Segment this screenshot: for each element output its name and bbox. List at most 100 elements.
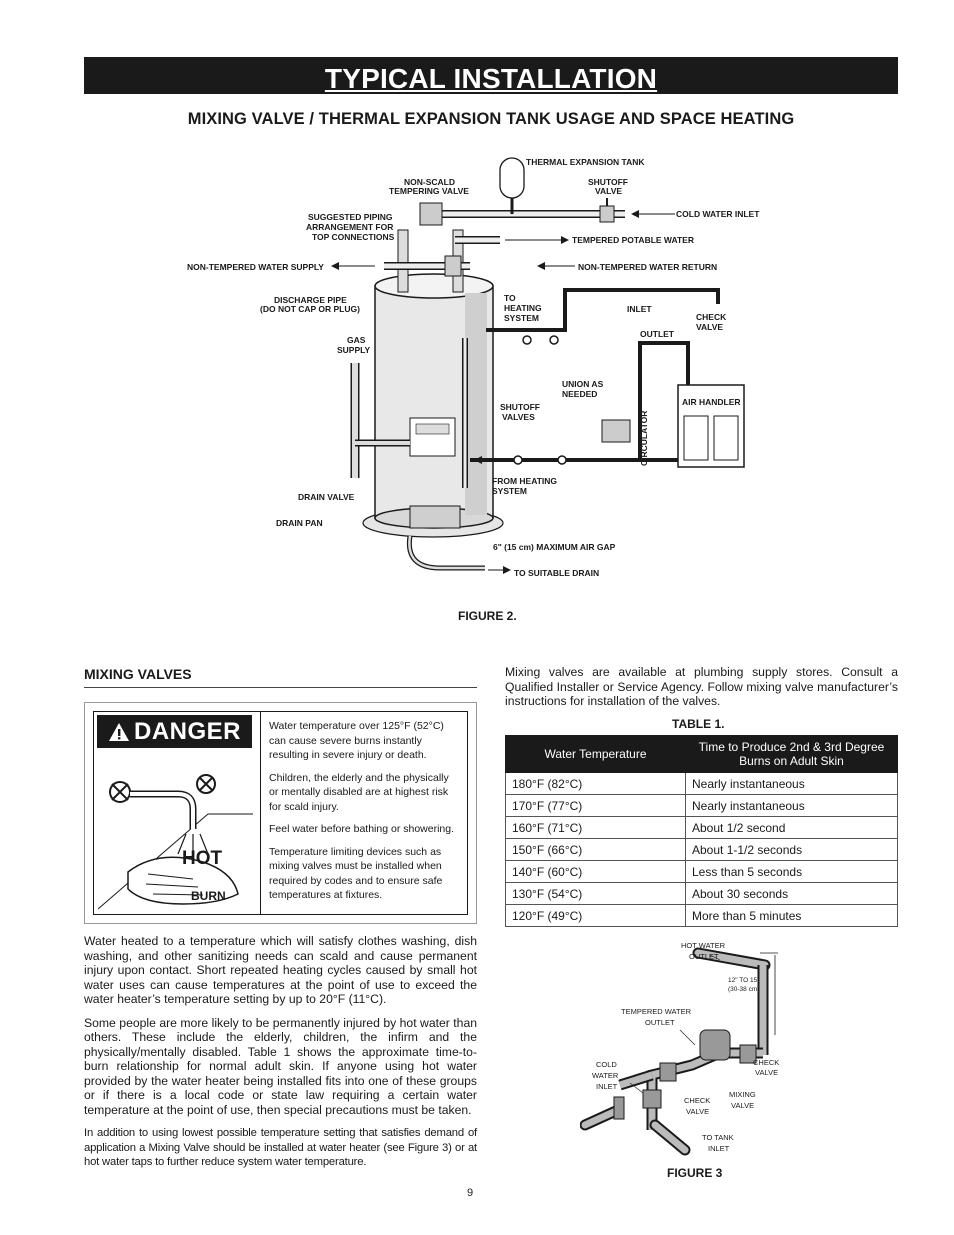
label-suggested-2: ARRANGEMENT FOR	[306, 222, 393, 232]
figure-2-diagram: THERMAL EXPANSION TANK NON-SCALD TEMPERI…	[187, 157, 760, 578]
table-cell: Nearly instantaneous	[685, 794, 898, 817]
label-thermal-tank: THERMAL EXPANSION TANK	[526, 157, 645, 167]
label-check-1: CHECK	[696, 312, 727, 322]
page-title: TYPICAL INSTALLATION	[324, 63, 658, 94]
table-title: TABLE 1.	[672, 717, 725, 731]
label-discharge-1: DISCHARGE PIPE	[274, 295, 347, 305]
label-shutoff-2: VALVE	[595, 186, 622, 196]
table-cell: 140°F (60°C)	[505, 860, 686, 883]
table-cell: About 1/2 second	[685, 816, 898, 839]
danger-word: DANGER	[133, 717, 241, 745]
label-non-tempered-return: NON-TEMPERED WATER RETURN	[578, 262, 717, 272]
f3-cold-3: INLET	[596, 1082, 618, 1091]
table-row: 150°F (66°C)About 1-1/2 seconds	[505, 838, 898, 861]
label-to-drain: TO SUITABLE DRAIN	[514, 568, 599, 578]
label-outlet: OUTLET	[640, 329, 675, 339]
danger-paragraph: Feel water before bathing or showering.	[269, 823, 455, 835]
f3-cold-1: COLD	[596, 1060, 617, 1069]
f3-check-right-2: VALVE	[755, 1068, 778, 1077]
left-body-text: Water heated to a temperature which will…	[84, 934, 477, 1179]
table-header-cell: Water Temperature	[505, 735, 686, 773]
label-gas-1: GAS	[347, 335, 366, 345]
table-row: 170°F (77°C)Nearly instantaneous	[505, 794, 898, 817]
table-row: 160°F (71°C)About 1/2 second	[505, 816, 898, 839]
label-to-heating-2: HEATING	[504, 303, 542, 313]
danger-text: Water temperature over 125°F (52°C) can …	[261, 712, 467, 914]
f3-tank-2: INLET	[708, 1144, 730, 1153]
f3-hot-outlet-1: HOT WATER	[681, 941, 726, 950]
f3-hot-outlet-2: OUTLET	[689, 952, 719, 961]
label-suggested-1: SUGGESTED PIPING	[308, 212, 393, 222]
title-bar: TYPICAL INSTALLATION	[84, 57, 898, 94]
label-shutoff-valves-1: SHUTOFF	[500, 402, 540, 412]
label-suggested-3: TOP CONNECTIONS	[312, 232, 395, 242]
page-number: 9	[467, 1187, 474, 1199]
f3-mixing-1: MIXING	[729, 1090, 756, 1099]
f3-dist-1: 12" TO 15"	[728, 977, 760, 984]
figure-3-diagram: HOT WATER OUTLET 12" TO 15" (30-38 cm) T…	[580, 941, 779, 1156]
warning-icon	[108, 722, 129, 741]
body-paragraph: In addition to using lowest possible tem…	[84, 1127, 477, 1168]
table-cell: 160°F (71°C)	[505, 816, 686, 839]
label-to-heating-1: TO	[504, 293, 516, 303]
f3-cold-2: WATER	[592, 1071, 619, 1080]
label-non-scald-2: TEMPERING VALVE	[389, 186, 469, 196]
expansion-tank	[499, 157, 525, 199]
body-paragraph: Water heated to a temperature which will…	[84, 934, 477, 1006]
label-cold-inlet: COLD WATER INLET	[676, 209, 760, 219]
label-tempered-potable: TEMPERED POTABLE WATER	[572, 235, 694, 245]
table-cell: 180°F (82°C)	[505, 772, 686, 795]
label-air-handler: AIR HANDLER	[682, 397, 741, 407]
table-cell: 120°F (49°C)	[505, 904, 686, 927]
label-non-scald-1: NON-SCALD	[404, 177, 455, 187]
label-union-1: UNION AS	[562, 379, 604, 389]
page-subtitle: MIXING VALVE / THERMAL EXPANSION TANK US…	[187, 110, 795, 128]
figure-2-caption: FIGURE 2.	[458, 609, 517, 623]
label-inlet: INLET	[627, 304, 652, 314]
label-from-heating-2: SYSTEM	[492, 486, 527, 496]
label-air-gap: 6" (15 cm) MAXIMUM AIR GAP	[493, 542, 616, 552]
table-header-cell: Time to Produce 2nd & 3rd Degree Burns o…	[685, 735, 898, 773]
f3-dist-2: (30-38 cm)	[728, 986, 759, 993]
mixing-valves-heading: MIXING VALVES	[84, 666, 477, 688]
table-header-row: Water Temperature Time to Produce 2nd & …	[505, 735, 898, 773]
table-row: 180°F (82°C)Nearly instantaneous	[505, 772, 898, 795]
f3-tank-1: TO TANK	[702, 1133, 734, 1142]
f3-tempered-1: TEMPERED WATER	[621, 1007, 692, 1016]
f3-check-right-1: CHECK	[753, 1058, 779, 1067]
right-intro-text: Mixing valves are available at plumbing …	[505, 665, 898, 708]
body-paragraph: Some people are more likely to be perman…	[84, 1015, 477, 1117]
label-check-2: VALVE	[696, 322, 723, 332]
label-discharge-2: (DO NOT CAP OR PLUG)	[260, 304, 360, 314]
table-cell: Nearly instantaneous	[685, 772, 898, 795]
table-row: 120°F (49°C)More than 5 minutes	[505, 904, 898, 927]
table-cell: More than 5 minutes	[685, 904, 898, 927]
label-gas-2: SUPPLY	[337, 345, 371, 355]
faucet-hand-icon: HOT BURN	[98, 774, 253, 910]
table-cell: Less than 5 seconds	[685, 860, 898, 883]
label-drain-pan: DRAIN PAN	[276, 518, 323, 528]
label-shutoff-valves-2: VALVES	[502, 412, 535, 422]
table-cell: About 1-1/2 seconds	[685, 838, 898, 861]
table-row: 130°F (54°C)About 30 seconds	[505, 882, 898, 905]
table-row: 140°F (60°C)Less than 5 seconds	[505, 860, 898, 883]
table-cell: About 30 seconds	[685, 882, 898, 905]
f3-check-left-1: CHECK	[684, 1096, 710, 1105]
f3-mixing-2: VALVE	[731, 1101, 754, 1110]
label-non-tempered-supply: NON-TEMPERED WATER SUPPLY	[187, 262, 324, 272]
circulator-pump	[601, 419, 631, 443]
label-from-heating-1: FROM HEATING	[492, 476, 557, 486]
danger-box: DANGER HOT BURN Water temperature over 1…	[84, 702, 477, 924]
figure-3-caption: FIGURE 3	[667, 1166, 723, 1180]
burn-text: BURN	[191, 889, 226, 903]
table-cell: 130°F (54°C)	[505, 882, 686, 905]
hot-text: HOT	[182, 848, 223, 869]
label-circulator: CIRCULATOR	[639, 411, 649, 466]
f3-tempered-2: OUTLET	[645, 1018, 675, 1027]
f3-check-left-2: VALVE	[686, 1107, 709, 1116]
table-cell: 170°F (77°C)	[505, 794, 686, 817]
table-cell: 150°F (66°C)	[505, 838, 686, 861]
danger-paragraph: Temperature limiting devices such as mix…	[269, 845, 443, 902]
danger-paragraph: Children, the elderly and the physically…	[269, 771, 449, 813]
label-to-heating-3: SYSTEM	[504, 313, 539, 323]
